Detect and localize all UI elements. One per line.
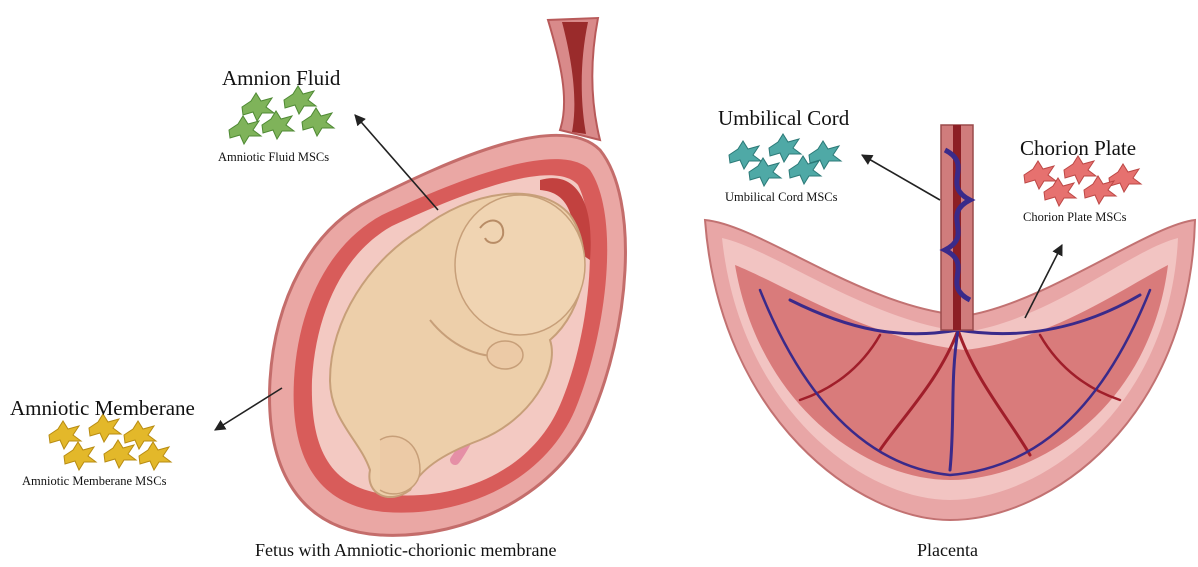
uterus-illustration [270,18,626,535]
arrow-umbilical-cord [862,155,940,200]
umbilical-cord-mscs-label: Umbilical Cord MSCs [725,190,838,205]
umbilical-cord-cells [729,134,841,186]
amnion-fluid-title: Amnion Fluid [222,66,340,91]
chorion-plate-title: Chorion Plate [1020,136,1136,161]
amniotic-membrane-mscs-label: Amniotic Memberane MSCs [22,474,166,489]
right-caption: Placenta [917,540,978,561]
left-caption: Fetus with Amniotic-chorionic membrane [255,540,556,561]
chorion-plate-mscs-label: Chorion Plate MSCs [1023,210,1127,225]
amniotic-membrane-cells [49,414,171,470]
chorion-plate-cells [1024,156,1141,206]
amniotic-fluid-mscs-label: Amniotic Fluid MSCs [218,150,329,165]
amniotic-fluid-cells [229,86,334,144]
umbilical-cord-title: Umbilical Cord [718,106,849,131]
amniotic-membrane-title: Amniotic Memberane [10,396,195,421]
